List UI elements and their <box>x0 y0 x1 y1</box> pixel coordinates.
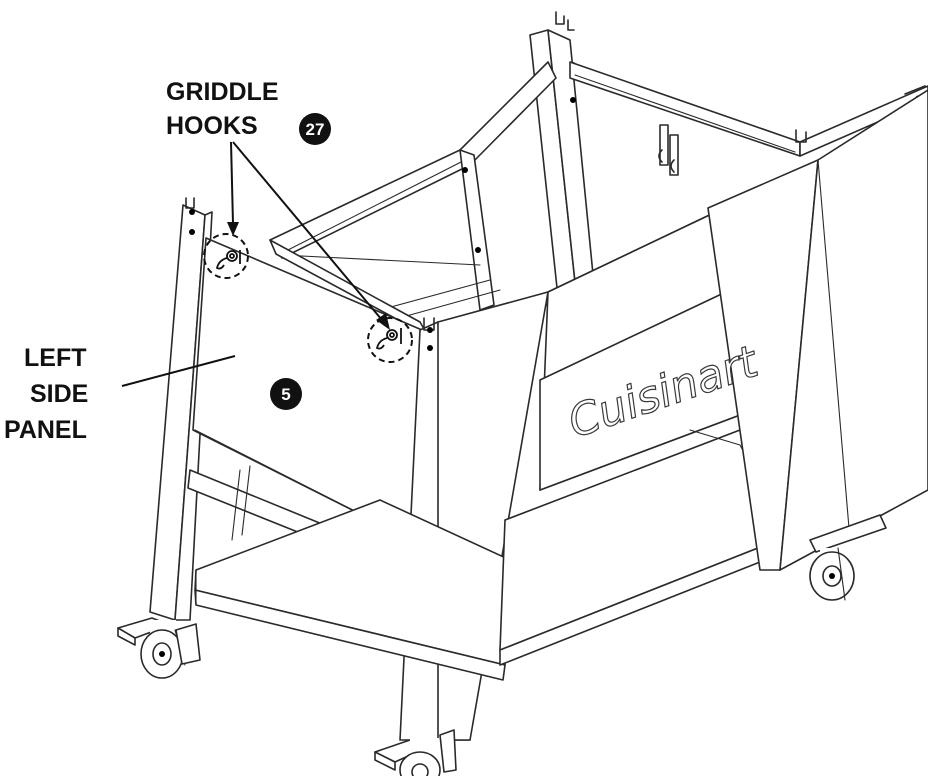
left-side-panel-callout: LEFT SIDE PANEL 5 <box>4 344 302 444</box>
griddle-hooks-label-line1: GRIDDLE <box>166 78 279 106</box>
front-panel-shape <box>539 209 749 491</box>
bottom-shelf <box>194 499 511 681</box>
griddle-hooks-label-line2: HOOKS <box>166 112 258 140</box>
griddle-hook-right <box>367 317 413 363</box>
part-number-5: 5 <box>281 385 290 404</box>
part-number-badge-27: 27 <box>299 113 331 145</box>
back-center-leg <box>529 11 597 317</box>
right-front-leg <box>707 89 928 571</box>
part-number-27: 27 <box>306 120 325 139</box>
left-side-panel-label-line3: PANEL <box>4 416 87 444</box>
top-left-rail <box>269 61 557 259</box>
griddle-hook-left <box>203 233 249 279</box>
lower-front-panel <box>499 429 761 666</box>
rear-hanger-bracket <box>658 124 679 176</box>
griddle-hooks-callout: GRIDDLE HOOKS 27 <box>166 78 390 330</box>
part-number-badge-5: 5 <box>270 378 302 410</box>
back-left-upright <box>459 149 495 311</box>
front-caster <box>374 729 457 776</box>
left-side-panel-label-line2: SIDE <box>30 380 88 408</box>
right-caster <box>809 514 887 601</box>
hook-icon <box>215 250 241 270</box>
top-rear-rails <box>569 61 928 157</box>
left-caster <box>117 617 201 679</box>
cart-frame <box>117 11 928 776</box>
hook-icon <box>375 328 402 350</box>
left-side-panel-label-line1: LEFT <box>24 344 87 372</box>
